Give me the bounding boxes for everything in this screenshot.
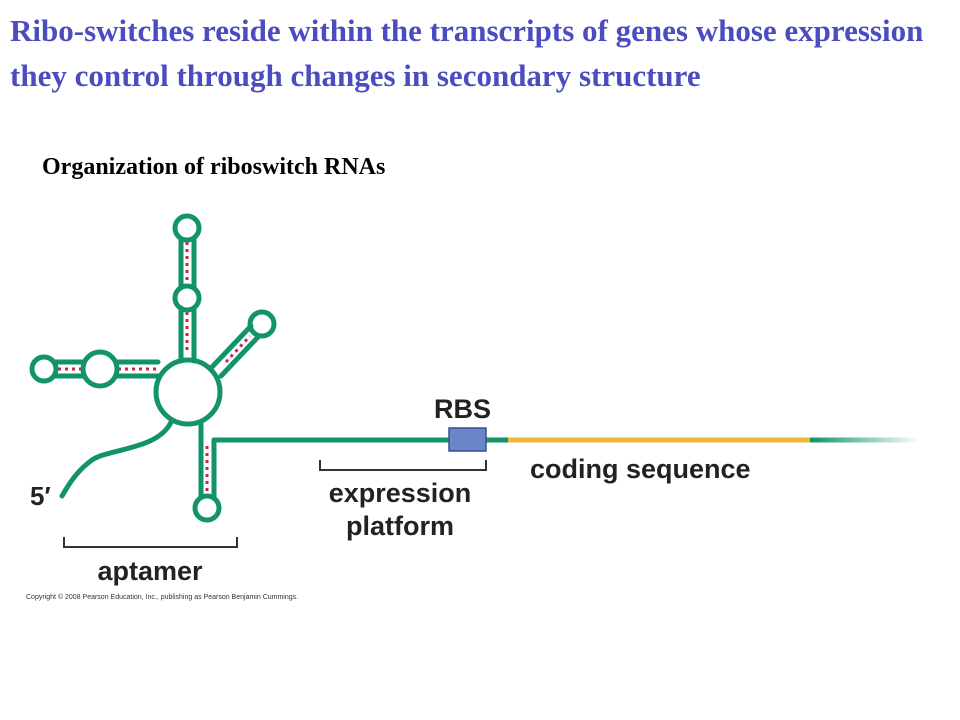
aptamer-label: aptamer <box>97 556 203 586</box>
expression-platform-label-line1: expression <box>329 478 472 508</box>
diagram-subtitle: Organization of riboswitch RNAs <box>42 154 386 180</box>
base-pair-diagonal-stem <box>224 334 252 364</box>
top-internal-loop <box>172 283 202 313</box>
diagonal-stem-b <box>218 334 261 379</box>
expression-platform-bracket <box>319 460 487 471</box>
left-hairpin-loop <box>29 354 59 384</box>
coding-sequence-label: coding sequence <box>530 454 751 484</box>
rbs-label: RBS <box>434 394 491 424</box>
top-hairpin-loop <box>172 213 202 243</box>
aptamer-bracket <box>63 537 238 548</box>
expression-platform-label-line2: platform <box>346 511 454 541</box>
copyright-notice: Copyright © 2008 Pearson Education, Inc.… <box>26 593 298 601</box>
diagonal-stem-a <box>209 323 254 370</box>
rbs-box <box>448 427 487 452</box>
left-internal-loop <box>80 349 120 389</box>
transcript-fade-tail <box>810 437 920 443</box>
diagonal-hairpin-loop <box>247 309 277 339</box>
bottom-hairpin-loop <box>192 493 222 523</box>
five-prime-tail <box>59 417 175 499</box>
rna-strand <box>29 213 511 523</box>
central-loop <box>153 357 223 427</box>
five-prime-label: 5′ <box>30 481 51 511</box>
base-pairs <box>58 242 252 494</box>
slide-title: Ribo-switches reside within the transcri… <box>10 13 924 93</box>
